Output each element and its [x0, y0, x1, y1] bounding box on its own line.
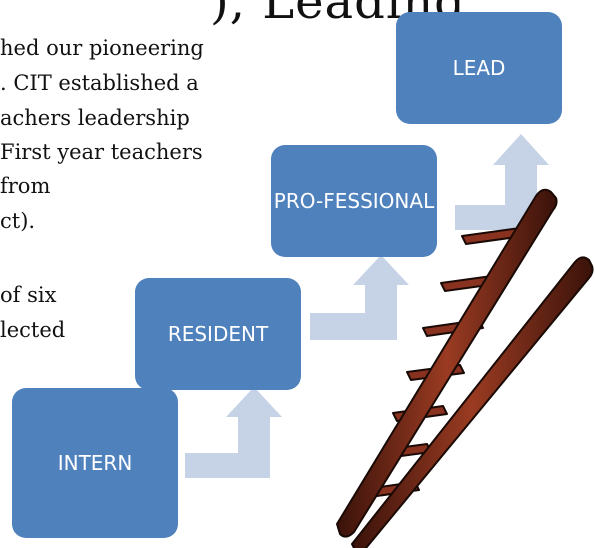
stage-lead: LEAD	[396, 12, 562, 124]
body-line-7: of six	[0, 283, 57, 307]
step-arrow-2	[310, 255, 409, 340]
body-line-1: hed our pioneering	[0, 36, 204, 60]
step-arrow-1	[185, 387, 282, 478]
body-line-3: achers leadership	[0, 106, 190, 130]
body-line-4: First year teachers	[0, 140, 203, 164]
stage-professional: PRO- FESSIONAL	[271, 145, 437, 257]
stage-lead-label: LEAD	[452, 55, 506, 80]
stage-professional-label-1: PRO-	[273, 188, 324, 213]
stage-resident: RESIDENT	[135, 278, 301, 390]
stage-intern: INTERN	[12, 388, 178, 538]
body-line-8: lected	[0, 318, 66, 342]
stage-resident-label: RESIDENT	[167, 321, 269, 346]
ladder-rail-right	[351, 256, 594, 548]
ladder-rail-left	[336, 188, 558, 538]
body-line-5: from	[0, 174, 51, 198]
body-line-2: . CIT established a	[0, 71, 199, 95]
step-arrow-3	[455, 134, 549, 230]
stage-professional-label-2: FESSIONAL	[323, 188, 435, 213]
stage-intern-label: INTERN	[57, 450, 133, 475]
body-line-6: ct).	[0, 209, 36, 233]
